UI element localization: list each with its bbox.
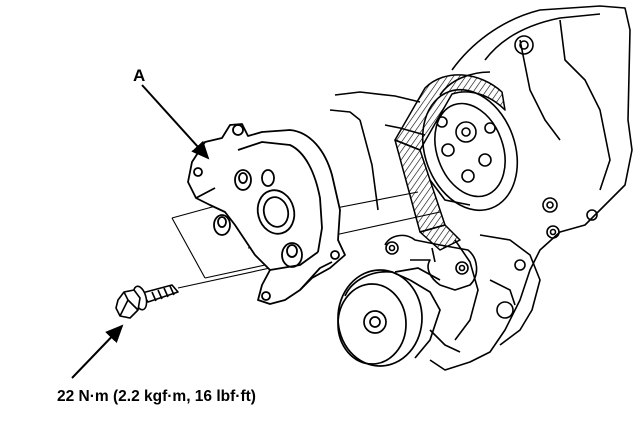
camshaft-pulley [421,88,519,212]
engine-block [329,5,633,371]
torque-arrow [71,324,124,379]
callout-label-a: A [133,66,145,85]
mounting-bolt [115,284,179,319]
cover-bracket-a [187,123,346,305]
idler-pulley [337,267,441,367]
callout-a-arrow [141,84,210,160]
torque-specification: 22 N·m (2.2 kgf·m, 16 lbf·ft) [57,388,256,405]
belt-tensioner [384,234,478,291]
